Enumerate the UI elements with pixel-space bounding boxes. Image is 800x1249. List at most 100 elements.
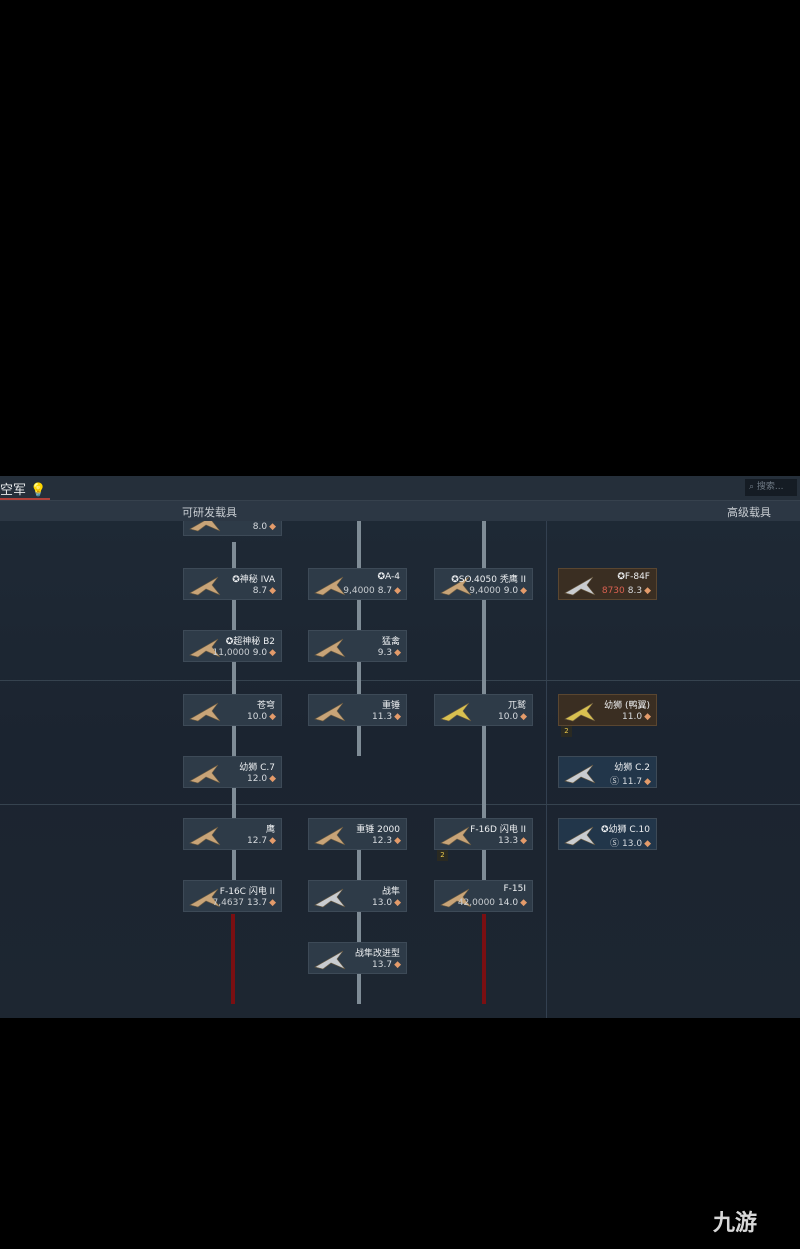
vehicle-name: ✪超神秘 B2 — [225, 637, 275, 647]
vehicle-name: 重锤 — [381, 701, 400, 711]
aircraft-icon — [189, 764, 221, 784]
vehicle-card[interactable]: 重锤 2000 12.3◆ — [308, 818, 407, 850]
battle-rating: 10.0◆ — [247, 712, 276, 722]
tree-connector-line — [357, 974, 361, 1004]
battle-rating: 11.3◆ — [372, 712, 401, 722]
rank-divider — [0, 680, 800, 681]
aircraft-icon — [440, 702, 472, 722]
aircraft-icon — [189, 638, 221, 658]
vehicle-name: 兀鹫 — [507, 701, 526, 711]
rank-icon: ◆ — [394, 960, 401, 970]
rank-icon: ◆ — [394, 712, 401, 722]
rank-icon: ◆ — [520, 586, 527, 596]
rank-icon: ◆ — [269, 774, 276, 784]
vehicle-card[interactable]: ✪神秘 IVA 8.7◆ — [183, 568, 282, 600]
aircraft-icon — [314, 888, 346, 908]
rank-icon: ◆ — [644, 712, 651, 722]
vehicle-name: 幼狮 C.2 — [614, 763, 650, 773]
aircraft-icon — [314, 950, 346, 970]
vehicle-card[interactable]: 重锤 11.3◆ — [308, 694, 407, 726]
tree-connector-line — [232, 850, 236, 880]
vehicle-card[interactable]: 兀鹫 10.0◆ — [434, 694, 533, 726]
aircraft-icon — [189, 826, 221, 846]
vehicle-card[interactable]: F-16D 闪电 II 13.3◆ 2 — [434, 818, 533, 861]
vehicle-name: ✪F-84F — [617, 572, 650, 582]
vehicle-card[interactable]: 猛禽 9.3◆ — [308, 630, 407, 662]
top-bar: 空军 💡 ⌕ 搜索... — [0, 476, 800, 501]
vehicle-card[interactable]: 战隼 13.0◆ — [308, 880, 407, 912]
vehicle-name: 猛禽 — [381, 637, 400, 647]
count-badge: 2 — [561, 726, 572, 737]
rank-icon: ◆ — [269, 712, 276, 722]
aircraft-icon — [440, 826, 472, 846]
aircraft-icon — [314, 826, 346, 846]
battle-rating: 9.3◆ — [377, 648, 401, 658]
battle-rating: 11.0◆ — [622, 712, 651, 722]
rank-icon: ◆ — [644, 586, 651, 596]
aircraft-icon — [314, 702, 346, 722]
aircraft-icon — [440, 576, 472, 596]
search-input[interactable]: ⌕ 搜索... — [745, 479, 797, 496]
vehicle-card[interactable]: 幼狮 (鸭翼) 11.0◆2 — [558, 694, 657, 737]
tree-connector-line — [357, 850, 361, 880]
rank-icon: ◆ — [644, 839, 651, 849]
rank-icon: ◆ — [520, 836, 527, 846]
aircraft-icon — [564, 764, 596, 784]
vehicle-name: ✪幼狮 C.10 — [601, 825, 650, 835]
battle-rating: 12.3◆ — [372, 836, 401, 846]
vehicle-name: F-16D 闪电 II — [470, 825, 526, 835]
vehicle-name: 幼狮 C.7 — [239, 763, 275, 773]
aircraft-icon — [440, 888, 472, 908]
battle-rating: 12.0◆ — [247, 774, 276, 784]
vehicle-name: 重锤 2000 — [356, 825, 400, 835]
vehicle-card[interactable]: 幼狮 C.7 12.0◆ — [183, 756, 282, 788]
battle-rating: 8.0◆ — [252, 522, 276, 532]
tab-aviation[interactable]: 空军 💡 — [0, 479, 51, 500]
lightbulb-icon: 💡 — [30, 483, 47, 498]
watermark-logo: 九游 — [713, 1211, 758, 1236]
vehicle-cost: 11,0000 — [212, 648, 250, 658]
aircraft-icon — [314, 638, 346, 658]
vehicle-name: 苍穹 — [256, 701, 275, 711]
count-badge: 2 — [437, 850, 448, 861]
vehicle-cost: 8730 — [601, 586, 625, 596]
vehicle-cost: 9,4000 — [469, 586, 501, 596]
vehicle-name: 鹰 — [265, 825, 275, 835]
vehicle-name: 战隼改进型 — [354, 949, 400, 959]
rank-icon: ◆ — [269, 898, 276, 908]
rank-icon: ◆ — [394, 586, 401, 596]
tree-connector-line — [232, 662, 236, 694]
tree-connector-line — [232, 788, 236, 818]
tree-connector-line — [482, 726, 486, 818]
vehicle-name: F-16C 闪电 II — [219, 887, 275, 897]
vehicle-card[interactable]: 战隼改进型 13.7◆ — [308, 942, 407, 974]
vehicle-name: ✪A-4 — [377, 572, 400, 582]
aircraft-icon — [564, 702, 596, 722]
vehicle-name: 战隼 — [381, 887, 400, 897]
vehicle-card[interactable]: 鹰 12.7◆ — [183, 818, 282, 850]
locked-branch-line — [482, 914, 486, 1004]
aircraft-icon — [564, 826, 596, 846]
vehicle-name: ✪神秘 IVA — [232, 575, 275, 585]
tech-tree-panel: 空军 💡 ⌕ 搜索... 可研发载具 高级载具 8.0◆ ✪神秘 IVA 8.7… — [0, 476, 800, 1018]
battle-rating: 13.3◆ — [498, 836, 527, 846]
section-header: 可研发载具 高级载具 — [0, 501, 800, 521]
vehicle-card[interactable]: 苍穹 10.0◆ — [183, 694, 282, 726]
rank-icon: ◆ — [520, 898, 527, 908]
tree-connector-line — [482, 600, 486, 694]
aircraft-icon — [189, 702, 221, 722]
rank-icon: ◆ — [394, 648, 401, 658]
vehicle-cost: 7,4637 — [212, 898, 245, 908]
